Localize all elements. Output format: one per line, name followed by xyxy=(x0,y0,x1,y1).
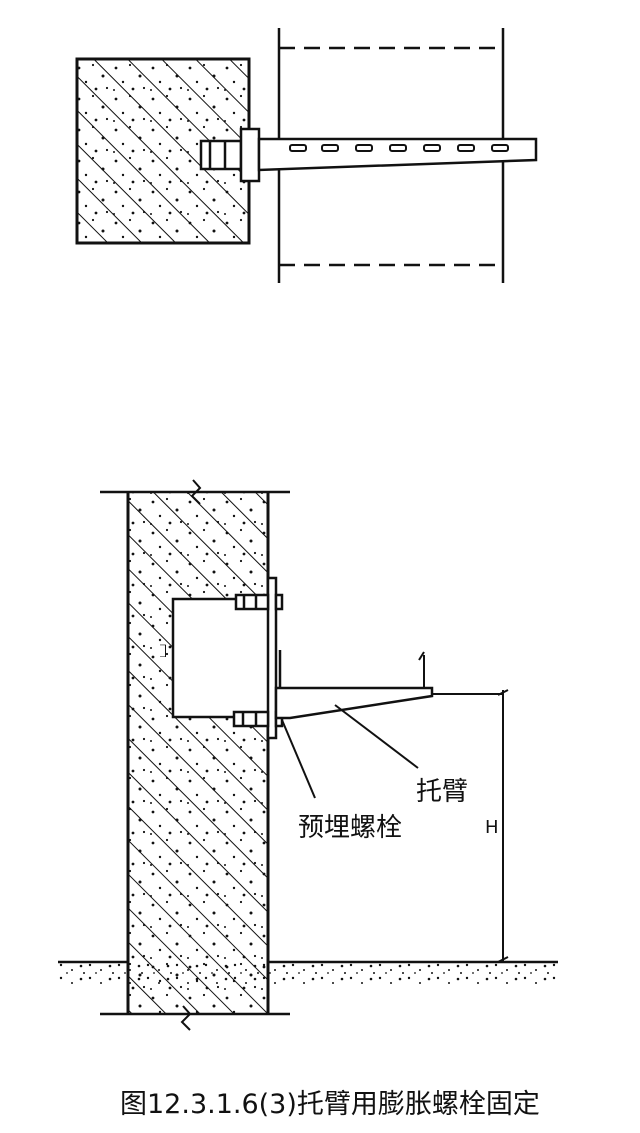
expansion-bolt-plan xyxy=(199,127,261,183)
plan-view xyxy=(75,28,538,283)
bracket-arm-plan xyxy=(257,137,538,172)
dimension-label: H xyxy=(485,817,499,838)
embedded-bolt-label: 预埋螺栓 xyxy=(298,813,402,843)
embedded-plate xyxy=(171,597,271,719)
svg-text:⌴: ⌴ xyxy=(150,644,171,658)
embedded-bolt-upper xyxy=(234,593,284,611)
dimension-lines xyxy=(418,651,509,963)
bracket-arm-side xyxy=(274,650,434,720)
elevation-view: ⌴ H xyxy=(58,479,558,1031)
leader-lines xyxy=(281,704,419,799)
bracket-label: 托臂 xyxy=(416,777,468,807)
break-marks xyxy=(180,479,202,1031)
back-plate xyxy=(266,576,278,740)
figure-caption: 图12.3.1.6(3)托臂用膨胀螺栓固定 xyxy=(120,1089,540,1120)
